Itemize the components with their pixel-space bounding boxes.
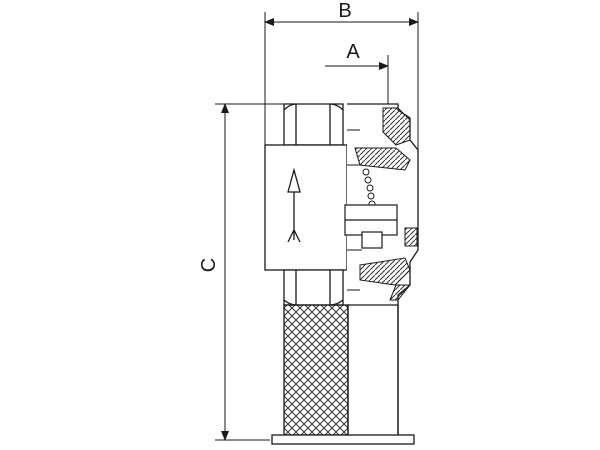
section-walls [354,107,418,301]
dimension-b-label: B [338,0,351,22]
dimension-a-label: A [346,41,360,63]
strainer-base [271,434,415,445]
dimension-c-label: C [198,258,220,272]
strainer-mesh [283,304,399,436]
inner-lines [347,129,362,291]
flow-direction-arrow [287,167,301,243]
dimension-a [325,55,389,110]
valve-disc [344,204,398,249]
